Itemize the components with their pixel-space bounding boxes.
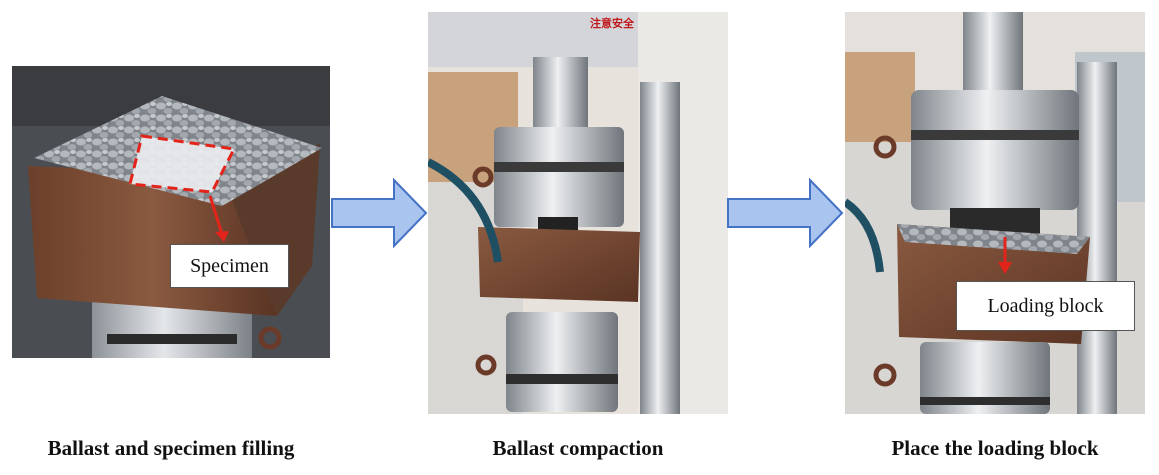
caption-ballast-compaction: Ballast compaction xyxy=(492,436,664,460)
caption-loading-block: Place the loading block xyxy=(891,436,1099,460)
photo-ballast-compaction xyxy=(428,12,728,414)
caption-ballast-filling: Ballast and specimen filling xyxy=(47,436,295,460)
photo-loading-block xyxy=(845,12,1145,414)
process-arrow-1-icon xyxy=(331,178,428,248)
safety-warning-sign: 注意安全 xyxy=(590,17,634,30)
loading-block-image xyxy=(845,12,1145,414)
process-arrow-2-icon xyxy=(727,178,844,248)
loading-block-label: Loading block xyxy=(956,281,1135,331)
photo-ballast-filling xyxy=(12,66,330,358)
ballast-filling-image xyxy=(12,66,330,358)
ballast-compaction-image xyxy=(428,12,728,414)
specimen-label: Specimen xyxy=(170,244,289,288)
